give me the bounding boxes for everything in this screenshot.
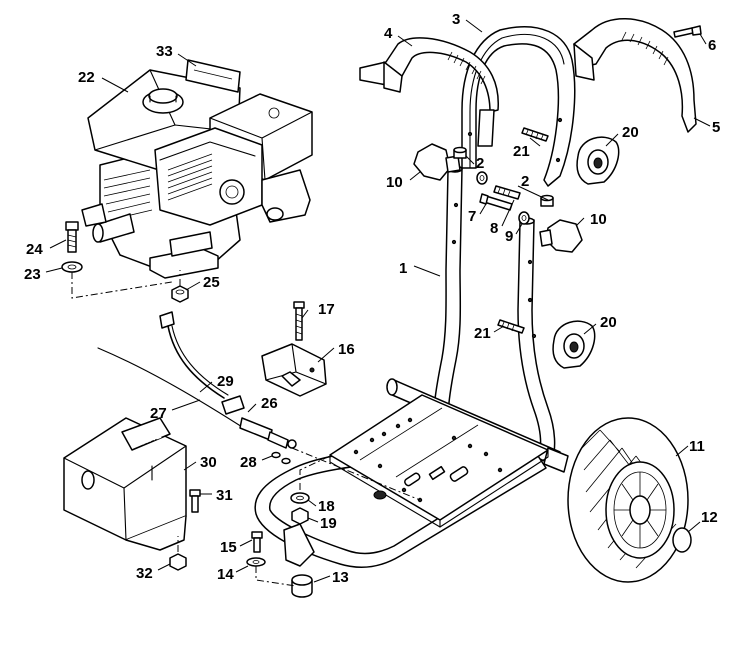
callout-8: 8 <box>490 220 498 237</box>
callout-4: 4 <box>384 25 393 42</box>
callout-24: 24 <box>26 241 43 258</box>
callout-10-right: 10 <box>590 211 607 228</box>
callout-labels: 1 2 2 3 4 5 6 7 8 9 10 10 11 12 13 14 15… <box>24 11 720 586</box>
switch-box-16 <box>261 343 327 397</box>
screw-6 <box>673 25 702 38</box>
callout-20-upper: 20 <box>622 124 639 141</box>
callout-1: 1 <box>399 260 407 277</box>
bolt-7 <box>479 193 513 211</box>
bolt-8 <box>493 185 521 200</box>
grip-ribs-5 <box>621 31 669 66</box>
callout-18: 18 <box>318 498 335 515</box>
engine-assembly <box>81 59 313 279</box>
handle-frame <box>461 26 576 187</box>
tube-holes <box>451 202 537 339</box>
callout-3: 3 <box>452 11 460 28</box>
callout-27: 27 <box>150 405 167 422</box>
knob-10-right <box>539 219 583 253</box>
callout-21-upper: 21 <box>513 143 530 160</box>
callout-17: 17 <box>318 301 335 318</box>
engine-washer-23 <box>61 261 83 273</box>
callout-15: 15 <box>220 539 237 556</box>
washer-18 <box>290 492 310 504</box>
callout-12: 12 <box>701 509 718 526</box>
callout-7: 7 <box>468 208 476 225</box>
rubber-foot-13 <box>291 574 313 598</box>
callout-32: 32 <box>136 565 153 582</box>
base-plate <box>329 394 549 528</box>
engine-cover-30: STIHL <box>63 417 187 551</box>
hose-holder-20-upper <box>576 136 620 185</box>
callout-22: 22 <box>78 69 95 86</box>
leader-lines <box>45 19 711 583</box>
cap-2-right <box>540 194 554 207</box>
spark-plug-cable-29 <box>159 311 229 399</box>
handle-cover-5 <box>573 18 697 133</box>
callout-25: 25 <box>203 274 220 291</box>
callout-28: 28 <box>240 454 257 471</box>
callout-20-lower: 20 <box>600 314 617 331</box>
callout-10-left: 10 <box>386 174 403 191</box>
knob-10-left <box>413 143 461 181</box>
engine-bolt-24 <box>65 221 79 253</box>
washer-2 <box>476 171 488 185</box>
callout-5: 5 <box>712 119 720 136</box>
callout-30: 30 <box>200 454 217 471</box>
terminal-28 <box>271 451 291 465</box>
callout-13: 13 <box>332 569 349 586</box>
callout-29: 29 <box>217 373 234 390</box>
callout-9: 9 <box>505 228 513 245</box>
hose-holder-20-lower <box>552 320 596 369</box>
plate-holes <box>353 417 503 503</box>
screw-21-upper <box>521 127 549 142</box>
hub-cap-12 <box>672 527 692 553</box>
callout-6: 6 <box>708 37 716 54</box>
foot-bracket <box>283 523 315 567</box>
handle-cover-4 <box>359 37 499 147</box>
wheel-11 <box>567 417 689 583</box>
washer-9 <box>518 211 530 225</box>
callout-26: 26 <box>261 395 278 412</box>
callout-33: 33 <box>156 43 173 60</box>
label-plate <box>185 59 241 93</box>
callout-21-lower: 21 <box>474 325 491 342</box>
callout-31: 31 <box>216 487 233 504</box>
callout-19: 19 <box>320 515 337 532</box>
cylinder-fins <box>103 169 153 221</box>
callout-11: 11 <box>689 438 705 455</box>
washer-14 <box>246 557 266 567</box>
grip-ribs-4 <box>447 51 486 85</box>
engine-nut-25 <box>171 285 189 303</box>
shroud-vents <box>167 153 213 201</box>
nut-19 <box>291 507 309 525</box>
wire-27 <box>97 347 251 433</box>
spark-plug-connector-26 <box>221 395 297 449</box>
screw-31 <box>189 489 201 513</box>
screw-21-lower <box>497 319 525 334</box>
nut-32 <box>169 553 187 571</box>
callout-23: 23 <box>24 266 41 283</box>
cap-2-left <box>453 146 467 159</box>
callout-16: 16 <box>338 341 355 358</box>
callout-2-left: 2 <box>476 155 484 172</box>
callout-2-right: 2 <box>521 173 529 190</box>
callout-14: 14 <box>217 566 234 583</box>
brand-badge <box>121 417 171 451</box>
bolt-17 <box>293 301 305 341</box>
bolt-15 <box>251 531 263 553</box>
